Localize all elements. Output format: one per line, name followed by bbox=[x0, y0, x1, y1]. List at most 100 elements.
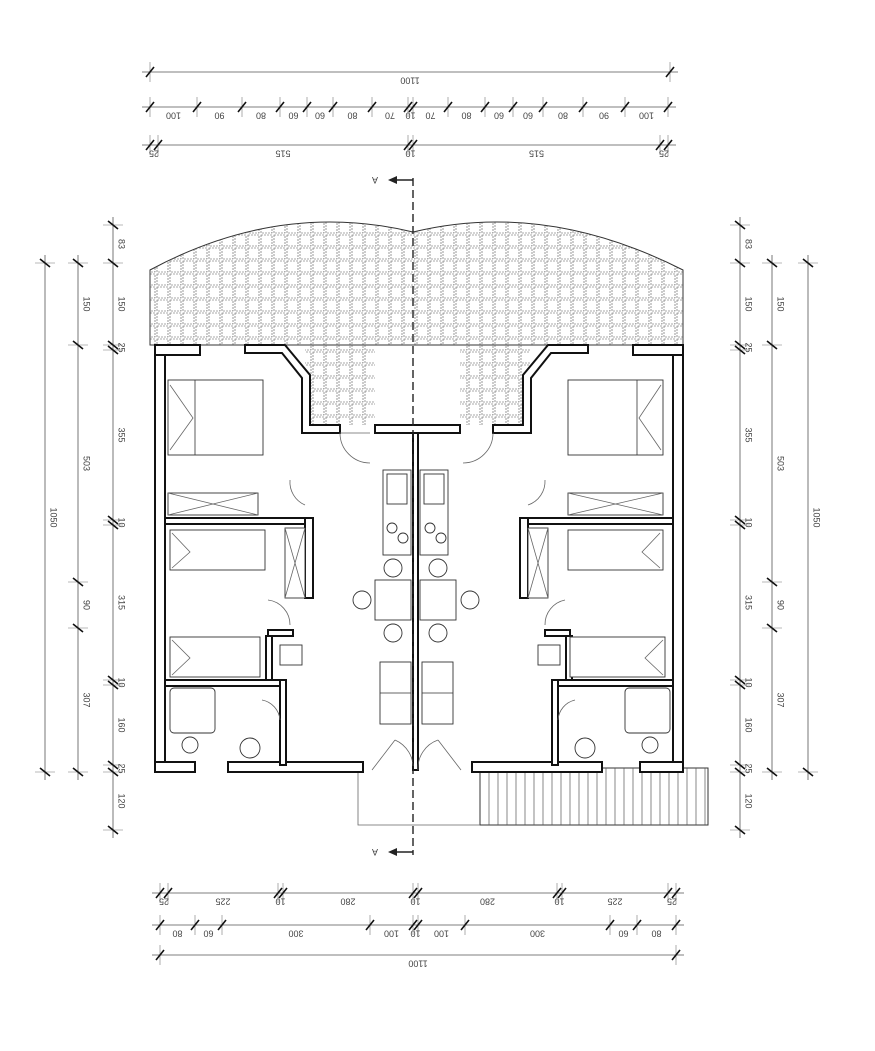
dimension-tick bbox=[190, 919, 200, 931]
left-inner-dimension-label: 160 bbox=[117, 717, 127, 732]
left-inner-dimension-label: 25 bbox=[117, 763, 127, 773]
dimension-tick bbox=[408, 919, 418, 931]
top-row2-dimension-label: 100 bbox=[639, 111, 654, 121]
right-middle-dimension-label: 90 bbox=[776, 600, 786, 610]
top-row2-dimension-label: 80 bbox=[347, 111, 357, 121]
bottom-row2-dimension-label: 300 bbox=[530, 929, 545, 939]
dimension-tick bbox=[734, 767, 746, 777]
top-row3-dimension-label: 25 bbox=[659, 149, 669, 159]
right-inner-dimension-label: 83 bbox=[744, 239, 754, 249]
dimension-tick bbox=[403, 101, 413, 113]
dimension-tick bbox=[538, 101, 548, 113]
dimension-tick bbox=[107, 258, 119, 268]
dimension-tick bbox=[802, 767, 814, 777]
dimension-tick bbox=[145, 66, 155, 78]
dimension-tick bbox=[408, 139, 418, 151]
right-inner-dimension-label: 150 bbox=[744, 296, 754, 311]
dimension-tick bbox=[367, 101, 377, 113]
right-inner-dimension-label: 355 bbox=[744, 427, 754, 442]
right-inner-dimension-label: 25 bbox=[744, 342, 754, 352]
right-inner-dimension-label: 160 bbox=[744, 717, 754, 732]
top-overall-dimension-label: 1100 bbox=[400, 76, 419, 86]
bottom-row1-dimension-label: 225 bbox=[607, 897, 622, 907]
right-middle-dimension-label: 150 bbox=[776, 296, 786, 311]
dimension-tick bbox=[734, 520, 746, 530]
left-inner-dimension-label: 315 bbox=[117, 595, 127, 610]
top-row2-dimension-label: 60 bbox=[494, 111, 504, 121]
section-marker-bottom: A bbox=[372, 847, 378, 857]
dimension-tick bbox=[155, 949, 165, 961]
left-inner-dimension-label: 10 bbox=[117, 517, 127, 527]
bottom-row1-dimension-label: 10 bbox=[410, 897, 420, 907]
dimension-tick bbox=[766, 258, 778, 268]
top-row2-dimension-label: 90 bbox=[599, 111, 609, 121]
dimension-tick bbox=[508, 101, 518, 113]
dimension-tick bbox=[302, 101, 312, 113]
dimension-tick bbox=[107, 520, 119, 530]
dimension-tick bbox=[403, 139, 413, 151]
dimension-tick bbox=[802, 258, 814, 268]
dimension-tick bbox=[408, 887, 418, 899]
dimension-tick bbox=[655, 139, 665, 151]
right-inner-dimension-label: 10 bbox=[744, 677, 754, 687]
bottom-row2-dimension-label: 80 bbox=[172, 929, 182, 939]
double-bed-left bbox=[167, 379, 264, 456]
dimension-tick bbox=[107, 760, 119, 770]
dimension-tick bbox=[107, 515, 119, 525]
left-inner-dimension-label: 150 bbox=[117, 296, 127, 311]
entrance-stairs bbox=[357, 767, 709, 826]
left-inner-dimension-label: 355 bbox=[117, 427, 127, 442]
dimension-tick bbox=[278, 887, 288, 899]
section-line-a: A A bbox=[372, 175, 414, 857]
left-middle-dimension-label: 503 bbox=[82, 456, 92, 471]
right-middle-dimension-label: 503 bbox=[776, 456, 786, 471]
top-row3-dimension-label: 515 bbox=[275, 149, 290, 159]
dimension-tick bbox=[734, 220, 746, 230]
dining-table-left bbox=[374, 579, 412, 621]
dimension-tick bbox=[153, 139, 163, 151]
bottom-row1-dimension-label: 280 bbox=[340, 897, 355, 907]
dimension-tick bbox=[671, 949, 681, 961]
dimension-tick bbox=[155, 887, 165, 899]
dimension-tick bbox=[663, 887, 673, 899]
bottom-row2-dimension-label: 100 bbox=[384, 929, 399, 939]
left-middle-dimension-label: 307 bbox=[82, 692, 92, 707]
dimension-tick bbox=[663, 139, 673, 151]
dimension-tick bbox=[408, 101, 418, 113]
bottom-row2-dimension-label: 10 bbox=[410, 929, 420, 939]
dimension-tick bbox=[107, 340, 119, 350]
dimension-tick bbox=[107, 345, 119, 355]
dimension-tick bbox=[734, 675, 746, 685]
dimension-tick bbox=[734, 760, 746, 770]
dimension-tick bbox=[671, 919, 681, 931]
dimension-tick bbox=[766, 767, 778, 777]
left-inner-dimension-label: 83 bbox=[117, 239, 127, 249]
dimension-tick bbox=[734, 825, 746, 835]
dimension-tick bbox=[460, 919, 470, 931]
section-marker-top: A bbox=[372, 175, 378, 185]
dimension-tick bbox=[766, 623, 778, 633]
doors bbox=[261, 432, 576, 771]
dimension-tick bbox=[155, 919, 165, 931]
dimension-tick bbox=[72, 258, 84, 268]
dimension-tick bbox=[480, 101, 490, 113]
top-row2-dimension-label: 80 bbox=[461, 111, 471, 121]
bottom-row2-dimension-label: 100 bbox=[434, 929, 449, 939]
top-row2-dimension-label: 70 bbox=[385, 111, 395, 121]
top-row2-dimension-label: 60 bbox=[288, 111, 298, 121]
dining-table-right bbox=[419, 579, 457, 621]
dimension-tick bbox=[275, 101, 285, 113]
right-inner-dimension-label: 315 bbox=[744, 595, 754, 610]
dimension-tick bbox=[734, 258, 746, 268]
left-middle-dimension-label: 90 bbox=[82, 600, 92, 610]
dimension-tick bbox=[107, 220, 119, 230]
bottom-row2-dimension-label: 60 bbox=[203, 929, 213, 939]
top-row3-dimension-label: 10 bbox=[405, 149, 415, 159]
top-row2-dimension-label: 60 bbox=[315, 111, 325, 121]
dimension-tick bbox=[107, 767, 119, 777]
right-inner-dimension-label: 10 bbox=[744, 517, 754, 527]
right-overall-dimension-label: 1050 bbox=[812, 507, 822, 527]
dimension-tick bbox=[72, 767, 84, 777]
dimension-tick bbox=[734, 345, 746, 355]
